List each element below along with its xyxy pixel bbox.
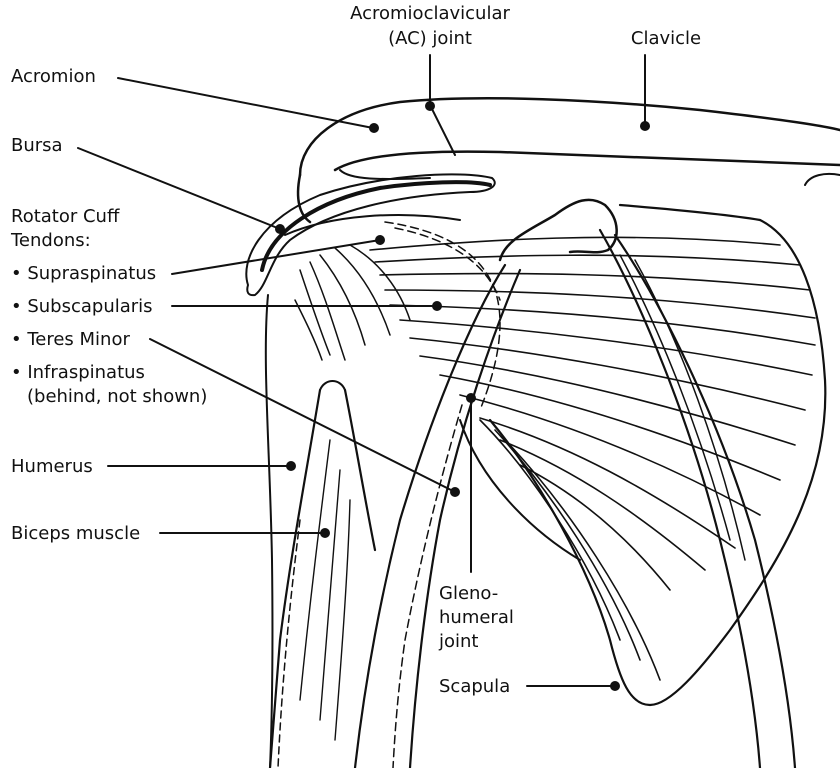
label-clavicle: Clavicle xyxy=(631,28,701,49)
biceps-muscle-right xyxy=(343,388,377,552)
joint-capsule-dashed-2 xyxy=(394,227,501,301)
bursa-dot xyxy=(275,224,285,234)
label-glenohumeral-line1: Gleno- xyxy=(439,583,498,604)
labels: Acromioclavicular (AC) joint Clavicle Ac… xyxy=(10,3,701,697)
glenohumeral-dot xyxy=(466,393,476,403)
lower-fibers xyxy=(479,419,661,681)
bursa-outline xyxy=(245,173,496,297)
clavicle-end xyxy=(804,172,840,186)
joint-capsule-dashed xyxy=(384,221,501,411)
acromion-underside xyxy=(333,150,840,172)
ac-joint-line xyxy=(429,104,456,156)
scapula-dot xyxy=(610,681,620,691)
acromion-dot xyxy=(369,123,379,133)
clavicle-outline xyxy=(298,97,840,177)
label-ac-joint-line2: (AC) joint xyxy=(388,28,472,49)
subscapularis-dot xyxy=(432,301,442,311)
label-humerus: Humerus xyxy=(11,456,93,477)
label-teres-minor: • Teres Minor xyxy=(11,329,130,350)
label-glenohumeral-line2: humeral xyxy=(439,607,514,628)
label-glenohumeral-line3: joint xyxy=(438,631,478,652)
acromion-tip xyxy=(339,169,431,181)
clavicle-dot xyxy=(640,121,650,131)
scapula-top-edge xyxy=(618,203,762,222)
label-scapula: Scapula xyxy=(439,676,510,697)
muscle-striations xyxy=(369,236,816,591)
teres-minor-leader xyxy=(149,338,456,493)
bursa-leader xyxy=(77,147,281,230)
biceps-top xyxy=(319,380,346,391)
label-rotator-cuff-line2: Tendons: xyxy=(10,230,91,251)
leader-lines xyxy=(77,54,650,691)
short-head-2 xyxy=(613,233,797,768)
label-subscapularis: • Subscapularis xyxy=(11,296,153,317)
short-head-1 xyxy=(598,228,762,768)
teres-minor-dot xyxy=(450,487,460,497)
label-bursa: Bursa xyxy=(11,135,63,156)
humerus-dot xyxy=(286,461,296,471)
bursa-shape xyxy=(260,180,492,272)
label-infraspinatus-line1: • Infraspinatus xyxy=(11,362,145,383)
humeral-head-hatching xyxy=(294,244,411,361)
supraspinatus-dot xyxy=(375,235,385,245)
biceps-long-head-1 xyxy=(353,263,507,768)
scapula-outline xyxy=(488,218,827,707)
coracoid-process xyxy=(498,198,618,262)
biceps-dashed xyxy=(277,519,301,768)
anatomy-illustration xyxy=(245,97,840,768)
humerus-outline xyxy=(264,294,274,768)
label-rotator-cuff-line1: Rotator Cuff xyxy=(11,206,120,227)
label-infraspinatus-line2: (behind, not shown) xyxy=(27,386,207,407)
supraspinatus-leader xyxy=(171,239,381,275)
biceps-dot xyxy=(320,528,330,538)
label-biceps: Biceps muscle xyxy=(11,523,140,544)
biceps-muscle-left xyxy=(268,388,322,768)
biceps-striations xyxy=(299,439,351,741)
biceps-long-head-2 xyxy=(408,268,522,768)
label-ac-joint-line1: Acromioclavicular xyxy=(350,3,510,24)
acromion-leader xyxy=(117,77,374,129)
label-acromion: Acromion xyxy=(11,66,96,87)
humeral-head xyxy=(284,214,461,236)
muscle-lower-edge xyxy=(459,419,581,561)
ac-joint-dot xyxy=(425,101,435,111)
biceps-tendon-dashed xyxy=(392,404,463,768)
label-supraspinatus: • Supraspinatus xyxy=(11,263,156,284)
short-head-striations xyxy=(619,254,746,561)
